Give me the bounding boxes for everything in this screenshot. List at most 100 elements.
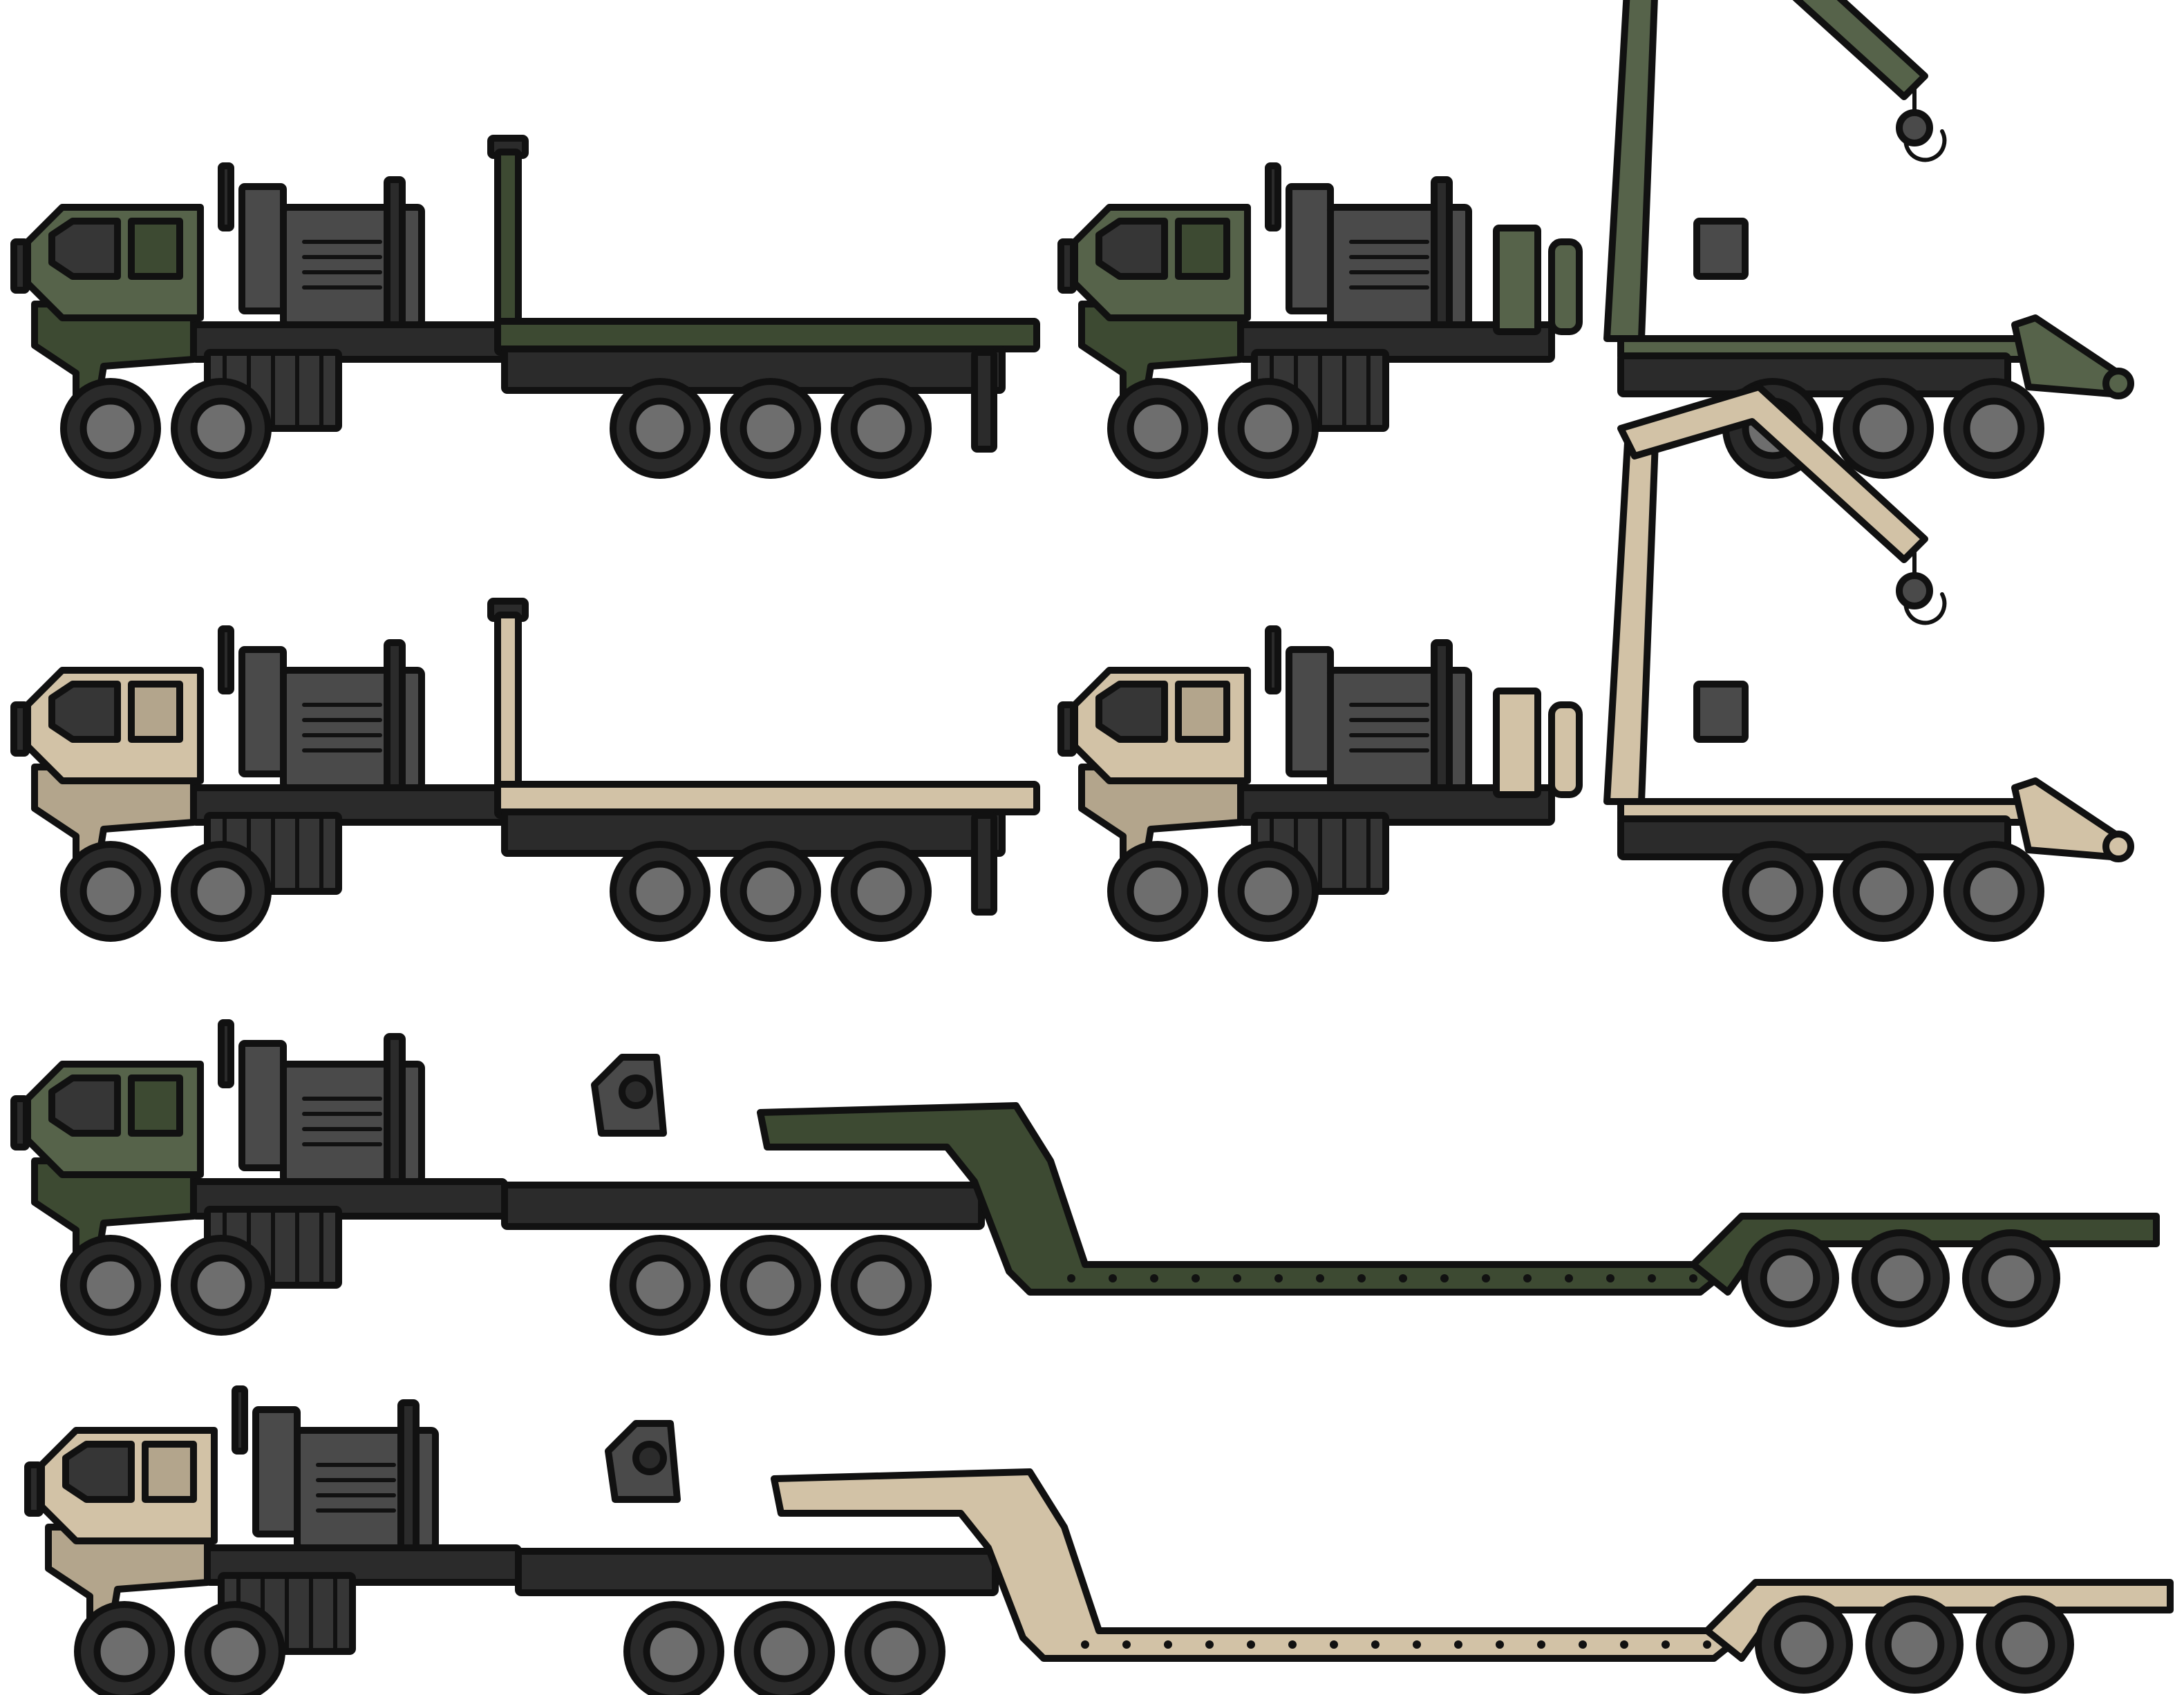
engine-post [384,176,406,328]
wheel-hub [190,860,252,922]
crane-truck-green [1057,0,2134,479]
wheel-hub [1852,397,1914,460]
wheel-hub [1870,1248,1931,1309]
deck-rivet [1565,1274,1573,1282]
crane-boom [1617,383,1928,563]
cab-window [48,681,121,743]
crane-truck-tan [1057,383,2134,942]
wheel-hub [740,860,802,922]
deck-rivet [1067,1274,1075,1282]
cab-window [62,1441,135,1503]
wheel-hub [190,397,252,460]
deck-rivet [1192,1274,1200,1282]
deck-rivet [1288,1640,1297,1649]
wheel [1107,841,1208,942]
wheel [1962,1229,2060,1327]
lowboy-tractor-tan [24,1385,2174,1695]
wheel [1943,378,2044,479]
exhaust-stack [218,1019,234,1088]
lowboy-gooseneck-deck [757,1102,1738,1296]
crane-mast [1603,439,1659,805]
wheel [831,841,932,942]
deck-rivet [1454,1640,1462,1649]
wheel [845,1601,945,1695]
flatrack-deck [494,781,1040,815]
wheel-hub [1127,397,1189,460]
gas-cylinder [1548,238,1583,335]
side-mirror [1057,238,1077,294]
deck-rivet [1606,1274,1615,1282]
tow-eye [2102,368,2134,399]
deck-rivet [1371,1640,1380,1649]
deck-rivet [1205,1640,1214,1649]
wheel-hub [1237,860,1299,922]
wheel [610,841,710,942]
rear-bumper [971,349,997,453]
deck-rivet [1233,1274,1241,1282]
winch-drum [619,1074,653,1109]
wheel [1741,1229,1839,1327]
wheel-hub [1995,1614,2055,1675]
wheel [1755,1595,1853,1694]
deck-rivet [1247,1640,1255,1649]
winch-drum [632,1441,667,1475]
deck-rivet [1703,1640,1711,1649]
wheel [74,1601,175,1695]
exhaust-stack [232,1385,248,1455]
deck-rivet [1122,1640,1131,1649]
hook-block [1896,572,1933,609]
wheel [1107,378,1208,479]
deck-rivet [1440,1274,1449,1282]
wheel [1833,841,1934,942]
wheel-hub [1773,1614,1834,1675]
wheel [610,1235,710,1336]
rear-chassis [1617,352,2011,397]
wheel-hub [190,1254,252,1316]
cab-door-window [142,1441,197,1503]
deck-rivet [1620,1640,1628,1649]
wheel-hub [629,397,691,460]
engine-post [384,1033,406,1185]
gas-cylinder [1548,701,1583,798]
deck-rivet [1482,1274,1490,1282]
wheel [1976,1595,2074,1694]
deck-rivet [1648,1274,1656,1282]
wheel-hub [1963,397,2025,460]
flatrack-deck [494,318,1040,352]
wheel [171,1235,272,1336]
deck-rivet [1274,1274,1283,1282]
crane-boom [1792,0,1928,100]
wheel-hub [850,860,912,922]
side-mirror [10,238,30,294]
deck-rivet [1496,1640,1504,1649]
wheel [720,378,821,479]
wheel [171,378,272,479]
cab-door-window [1175,218,1230,280]
engine-post [384,639,406,791]
wheel-hub [740,397,802,460]
wheel-hub [1760,1248,1820,1309]
wheel [60,1235,161,1336]
deck-rivet [1164,1640,1172,1649]
side-mirror [10,701,30,757]
rear-bumper [971,812,997,916]
wheel-hub [629,1254,691,1316]
wheel [720,841,821,942]
air-intake [1286,183,1334,314]
flatrack-truck-green [10,135,1040,479]
side-mirror [10,1095,30,1150]
wheel [60,378,161,479]
tractor-rear-chassis [515,1548,999,1596]
deck-rivet [1537,1640,1545,1649]
wheel [171,841,272,942]
deck-rivet [1316,1274,1324,1282]
wheel-hub [1237,397,1299,460]
deck-rivet [1689,1274,1697,1282]
deck-rivet [1357,1274,1366,1282]
cab-window [48,218,121,280]
wheel [1943,841,2044,942]
deck-rivet [1523,1274,1532,1282]
tow-eye [2102,831,2134,862]
deck-rivet [1413,1640,1421,1649]
